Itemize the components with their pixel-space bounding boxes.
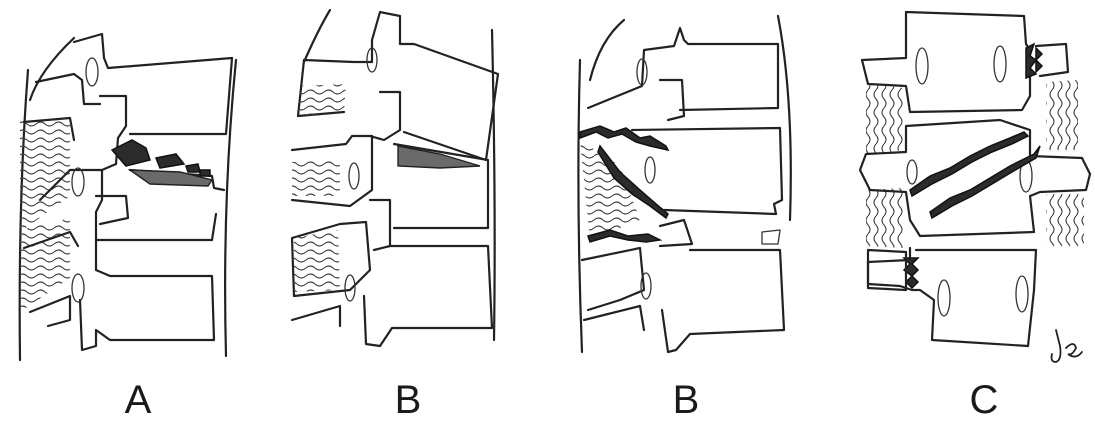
panel-a-drawing xyxy=(20,34,236,360)
panel-b-left-drawing xyxy=(292,10,498,346)
panel-label-a: A xyxy=(108,378,168,422)
panel-label-c: C xyxy=(954,378,1014,422)
panel-label-b-right: B xyxy=(656,378,716,422)
panel-b-right-drawing xyxy=(578,16,790,352)
panel-label-b-left: B xyxy=(378,378,438,422)
panel-c-drawing xyxy=(860,12,1090,346)
artist-signature xyxy=(1046,326,1090,366)
